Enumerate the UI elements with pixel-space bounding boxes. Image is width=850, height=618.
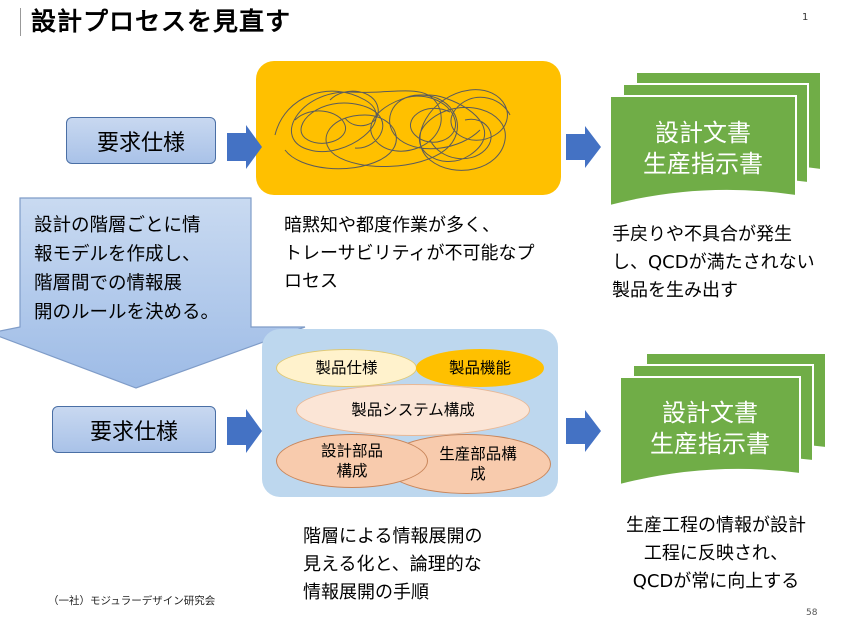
- ellipse-product-function: 製品機能: [416, 349, 544, 387]
- caption-line: 暗黙知や都度作業が多く、: [284, 215, 500, 236]
- caption-line: 階層による情報展開の: [303, 526, 483, 547]
- documents-label-bottom: 設計文書 生産指示書: [620, 398, 800, 460]
- ellipse-line: 設計部品: [320, 442, 383, 460]
- caption-improved-process: 階層による情報展開の 見える化と、論理的な 情報展開の手順: [303, 523, 482, 607]
- ellipse-line: 成: [470, 465, 486, 483]
- caption-line: し、QCDが満たされない: [612, 252, 815, 273]
- requirements-box-top: 要求仕様: [66, 117, 216, 164]
- documents-line: 生産指示書: [650, 430, 770, 458]
- caption-improved-result: 生産工程の情報が設計 工程に反映され、 QCDが常に向上する: [596, 512, 836, 596]
- caption-line: 手戻りや不具合が発生: [612, 224, 792, 245]
- callout-line: 開のルールを決める。: [34, 302, 220, 323]
- caption-line: 工程に反映され、: [643, 543, 789, 564]
- documents-label-top: 設計文書 生産指示書: [610, 118, 796, 180]
- ellipse-line: 構成: [336, 462, 368, 480]
- caption-line: ロセス: [284, 271, 338, 292]
- ellipse-product-spec: 製品仕様: [276, 349, 417, 387]
- title-accent-bar: [20, 8, 21, 36]
- caption-line: QCDが常に向上する: [632, 571, 800, 592]
- caption-current-result: 手戻りや不具合が発生 し、QCDが満たされない 製品を生み出す: [612, 221, 815, 305]
- caption-line: 情報展開の手順: [303, 582, 429, 603]
- ellipse-line: 生産部品構: [439, 445, 517, 463]
- callout-line: 階層間での情報展: [34, 273, 183, 294]
- slide-number: 58: [806, 608, 818, 618]
- documents-stack-top: [609, 71, 822, 208]
- caption-line: 見える化と、論理的な: [303, 554, 482, 575]
- documents-line: 設計文書: [655, 119, 751, 147]
- caption-line: 製品を生み出す: [612, 280, 738, 301]
- page-number: 1: [802, 12, 809, 23]
- callout-line: 報モデルを作成し、: [34, 244, 201, 265]
- documents-stack-bottom: [619, 352, 827, 487]
- caption-line: トレーサビリティが不可能なプ: [284, 243, 535, 264]
- scribble-lines: [274, 89, 511, 171]
- chaotic-process-box: [256, 61, 561, 195]
- documents-line: 設計文書: [662, 399, 758, 427]
- caption-current-process: 暗黙知や都度作業が多く、 トレーサビリティが不可能なプ ロセス: [284, 212, 535, 296]
- arrow-right-3: [227, 409, 262, 453]
- callout-line: 設計の階層ごとに情: [34, 215, 201, 236]
- page-title: 設計プロセスを見直す: [31, 7, 292, 36]
- requirements-box-bottom: 要求仕様: [52, 406, 216, 453]
- arrow-right-1: [227, 125, 262, 169]
- callout-arrow: [0, 197, 306, 389]
- ellipse-product-system: 製品システム構成: [296, 384, 530, 436]
- documents-line: 生産指示書: [643, 150, 763, 178]
- footer-organization: （一社）モジュラーデザイン研究会: [48, 595, 216, 607]
- arrow-right-4: [566, 410, 601, 452]
- ellipse-design-parts: 設計部品 構成: [276, 434, 428, 488]
- arrow-right-2: [566, 126, 601, 168]
- caption-line: 生産工程の情報が設計: [626, 515, 806, 536]
- callout-text: 設計の階層ごとに情 報モデルを作成し、 階層間での情報展 開のルールを決める。: [34, 211, 219, 327]
